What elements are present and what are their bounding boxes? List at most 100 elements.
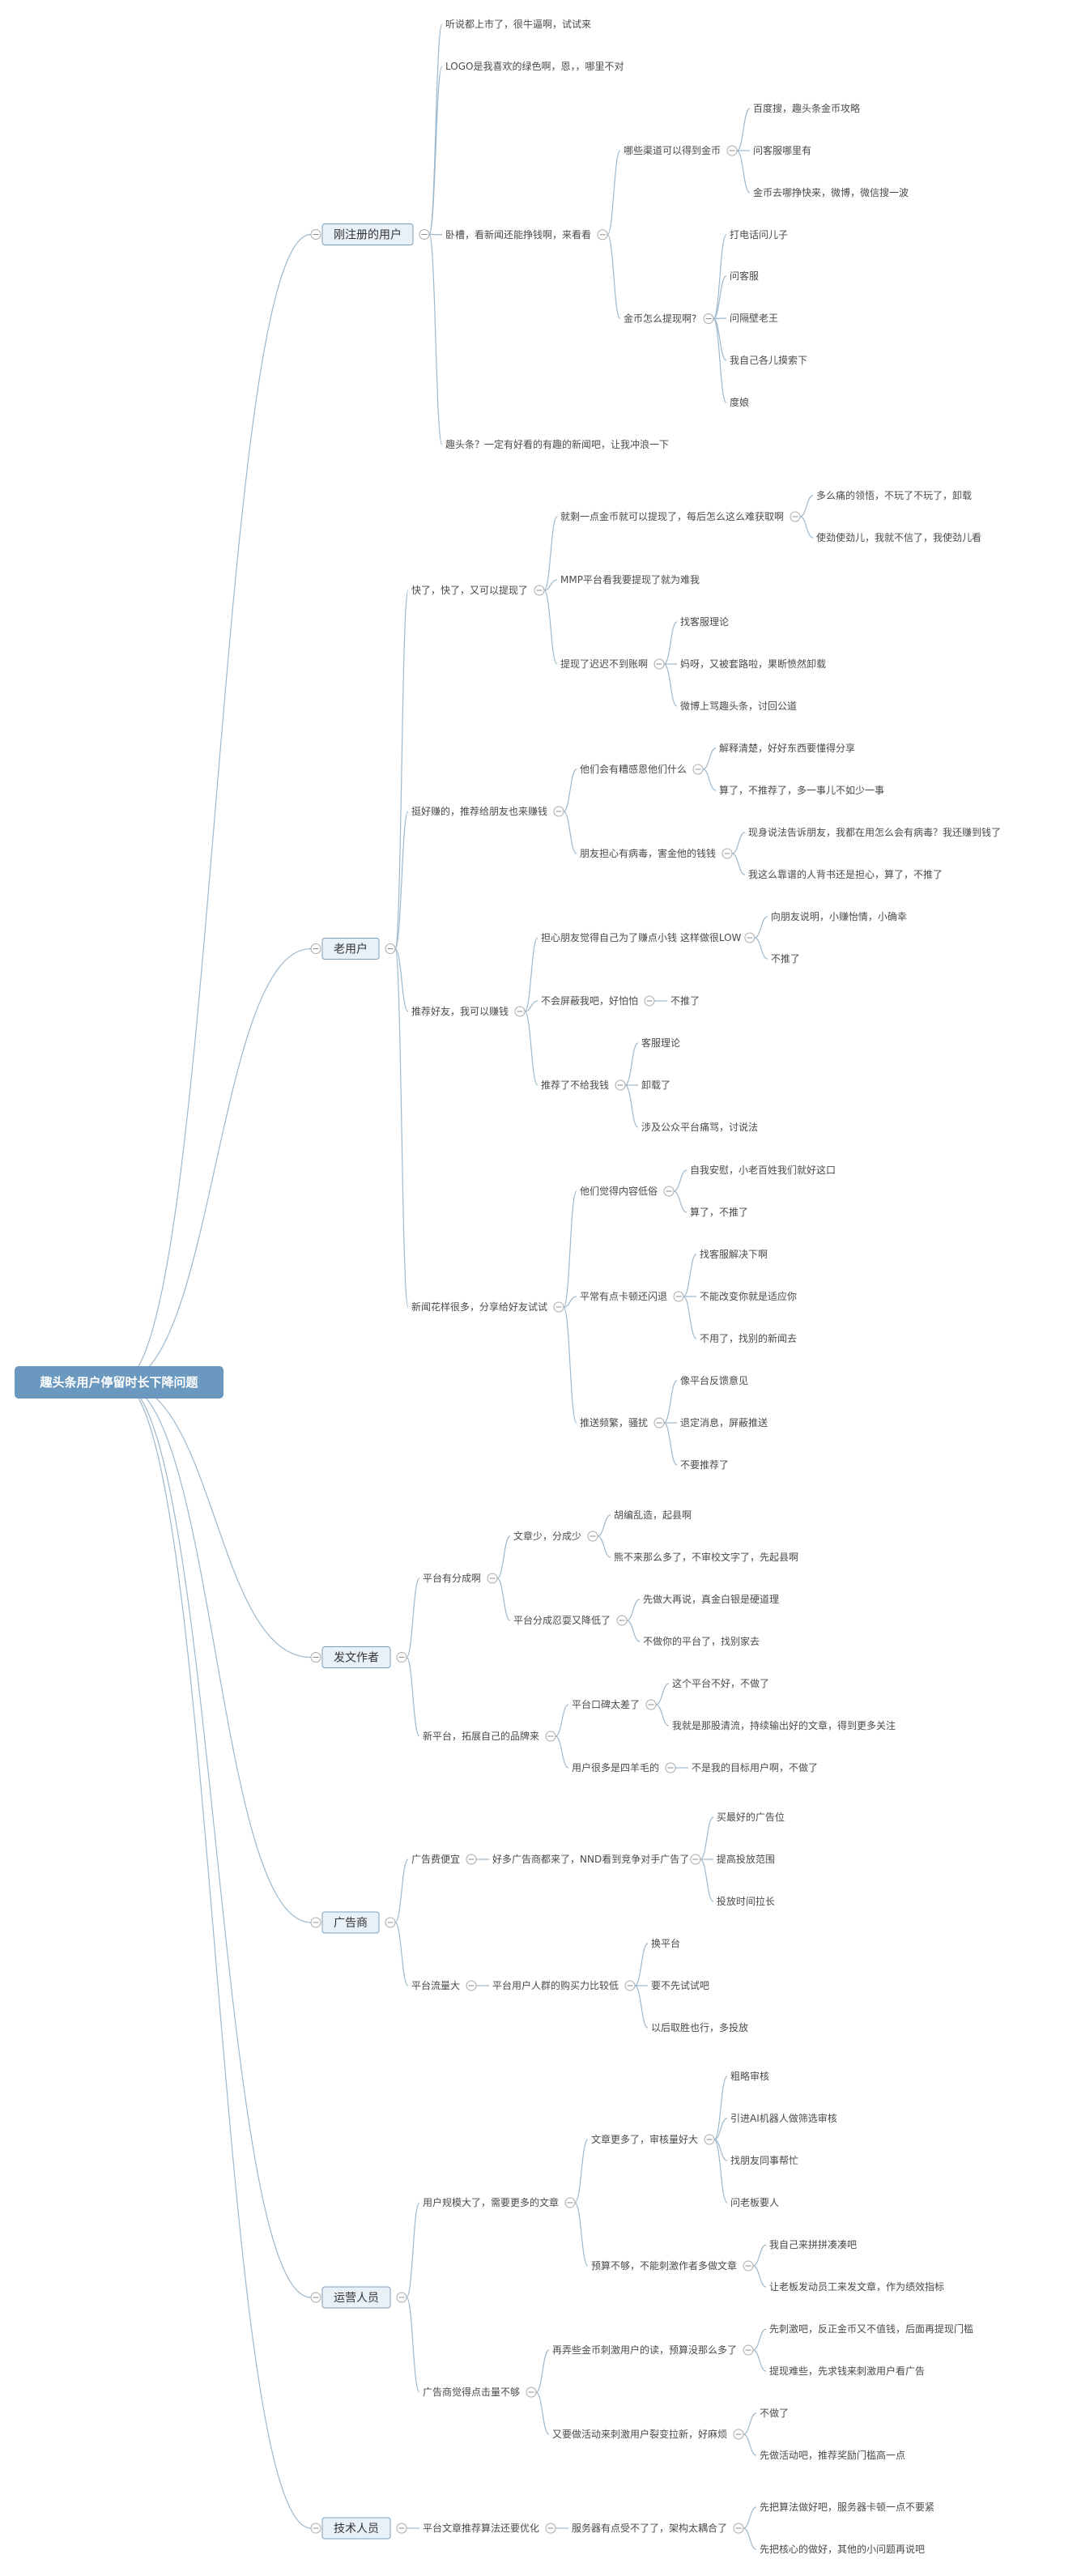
topic-label: 文章少，分成少 — [513, 1530, 581, 1542]
topic-label: 哪些渠道可以得到金币 — [624, 144, 721, 156]
collapse-toggle-icon[interactable] — [597, 229, 608, 241]
collapse-toggle-icon[interactable] — [743, 2260, 754, 2272]
topic-label: 平台口碑太差了 — [572, 1698, 640, 1710]
collapse-toggle-icon[interactable] — [645, 1699, 657, 1710]
collapse-toggle-icon[interactable] — [396, 2523, 407, 2534]
connector-line — [496, 1535, 511, 1579]
collapse-toggle-icon[interactable] — [545, 2523, 556, 2534]
connector-line — [524, 1011, 538, 1086]
collapse-toggle-icon[interactable] — [514, 1006, 526, 1017]
collapse-toggle-icon[interactable] — [526, 2387, 537, 2398]
collapse-toggle-icon[interactable] — [545, 1731, 556, 1742]
collapse-toggle-icon[interactable] — [703, 313, 714, 324]
leaf-label: 金币去哪挣快来，微博，微信搜一波 — [753, 186, 909, 198]
collapse-toggle-icon[interactable] — [653, 658, 665, 670]
collapse-toggle-icon[interactable] — [553, 806, 564, 817]
leaf-label: 涉及公众平台痛骂，讨说法 — [641, 1121, 758, 1133]
collapse-toggle-icon[interactable] — [665, 1762, 676, 1773]
branch-label: 刚注册的用户 — [334, 228, 402, 242]
collapse-toggle-icon[interactable] — [310, 1917, 321, 1928]
leaf-label: 不用了，找别的新闻去 — [700, 1332, 797, 1344]
collapse-toggle-icon[interactable] — [624, 1980, 636, 1991]
leaf-label: 不要推荐了 — [680, 1459, 729, 1471]
collapse-toggle-icon[interactable] — [704, 2134, 715, 2145]
connector-line — [574, 2139, 589, 2203]
collapse-toggle-icon[interactable] — [790, 511, 801, 522]
topic-label: 平台分成忍耍又降低了 — [513, 1614, 611, 1626]
connector-line — [394, 590, 409, 950]
collapse-toggle-icon[interactable] — [692, 764, 704, 775]
collapse-toggle-icon[interactable] — [310, 229, 321, 240]
connector-line — [406, 2202, 420, 2298]
collapse-toggle-icon[interactable] — [466, 1854, 477, 1865]
root-title: 趣头条用户停留时长下降问题 — [39, 1375, 198, 1390]
collapse-toggle-icon[interactable] — [564, 2197, 576, 2208]
topic-label: 挺好赚的，推荐给朋友也来赚钱 — [411, 805, 547, 817]
collapse-toggle-icon[interactable] — [587, 1531, 598, 1542]
leaf-label: 换平台 — [651, 1937, 680, 1949]
collapse-toggle-icon[interactable] — [487, 1573, 498, 1584]
collapse-toggle-icon[interactable] — [663, 1186, 675, 1197]
leaf-label: 客服理论 — [641, 1037, 680, 1049]
connector-line — [743, 2506, 757, 2529]
connector-line — [607, 234, 621, 320]
collapse-toggle-icon[interactable] — [310, 2292, 321, 2303]
collapse-toggle-icon[interactable] — [744, 932, 756, 943]
root-topic[interactable]: 趣头条用户停留时长下降问题 — [15, 1366, 223, 1399]
topic-label: 平台流量大 — [411, 1979, 460, 1991]
collapse-toggle-icon[interactable] — [726, 145, 738, 156]
leaf-label: 向朋友说明，小赚怡情，小确幸 — [771, 910, 907, 922]
collapse-toggle-icon[interactable] — [733, 2523, 744, 2534]
topic-label: 卧槽，看新闻还能挣钱啊，来看看 — [445, 228, 591, 241]
connector-line — [563, 811, 577, 854]
branch-node[interactable]: 技术人员 — [321, 2517, 391, 2540]
collapse-toggle-icon[interactable] — [743, 2344, 754, 2356]
topic-label: 担心朋友觉得自己为了赚点小钱 这样做很LOW — [541, 931, 742, 943]
branch-node[interactable]: 老用户 — [321, 938, 380, 960]
collapse-toggle-icon[interactable] — [722, 848, 733, 859]
collapse-toggle-icon[interactable] — [385, 1917, 396, 1928]
connector-line — [563, 1296, 577, 1308]
collapse-toggle-icon[interactable] — [419, 229, 430, 240]
topic-label: 文章更多了，审核量好大 — [591, 2133, 698, 2145]
collapse-toggle-icon[interactable] — [396, 1652, 407, 1663]
connector-line — [713, 275, 727, 320]
connector-line — [752, 2244, 767, 2267]
collapse-toggle-icon[interactable] — [653, 1417, 665, 1429]
collapse-toggle-icon[interactable] — [616, 1615, 628, 1626]
collapse-toggle-icon[interactable] — [673, 1291, 684, 1302]
collapse-toggle-icon[interactable] — [310, 2523, 321, 2534]
collapse-toggle-icon[interactable] — [733, 2429, 744, 2440]
branch-node[interactable]: 刚注册的用户 — [321, 224, 414, 245]
topic-label: 再弄些金币刺激用户的读，预算没那么多了 — [552, 2344, 737, 2356]
topic-label: 不会屏蔽我吧，好怕怕 — [541, 994, 638, 1007]
leaf-label: 自我安慰，小老百姓我们就好这口 — [690, 1164, 836, 1176]
leaf-label: 找客服理论 — [680, 615, 729, 628]
collapse-toggle-icon[interactable] — [466, 1980, 477, 1991]
connector-line — [713, 2076, 728, 2140]
branch-node[interactable]: 发文作者 — [321, 1646, 391, 1668]
connector-line — [563, 1306, 577, 1424]
collapse-toggle-icon[interactable] — [385, 943, 396, 954]
connector-line — [663, 621, 678, 665]
collapse-toggle-icon[interactable] — [310, 1652, 321, 1663]
collapse-toggle-icon[interactable] — [644, 995, 655, 1007]
collapse-toggle-icon[interactable] — [396, 2292, 407, 2303]
leaf-label: 不做了 — [760, 2407, 789, 2419]
leaf-label: 打电话问儿子 — [730, 229, 788, 241]
leaf-label: 提现难些，先求钱来刺激用户看广告 — [769, 2365, 925, 2377]
connector-line — [713, 317, 726, 320]
collapse-toggle-icon[interactable] — [534, 585, 545, 596]
connector-line — [673, 1169, 687, 1192]
collapse-toggle-icon[interactable] — [553, 1301, 564, 1313]
collapse-toggle-icon[interactable] — [690, 1854, 701, 1865]
collapse-toggle-icon[interactable] — [310, 943, 321, 954]
branch-node[interactable]: 运营人员 — [321, 2286, 391, 2309]
connector-line — [624, 1042, 639, 1086]
branch-node[interactable]: 广告商 — [321, 1911, 380, 1934]
connector-line — [754, 916, 768, 939]
connector-lines — [119, 23, 814, 2550]
connector-line — [634, 1943, 649, 1986]
collapse-toggle-icon[interactable] — [615, 1079, 626, 1091]
